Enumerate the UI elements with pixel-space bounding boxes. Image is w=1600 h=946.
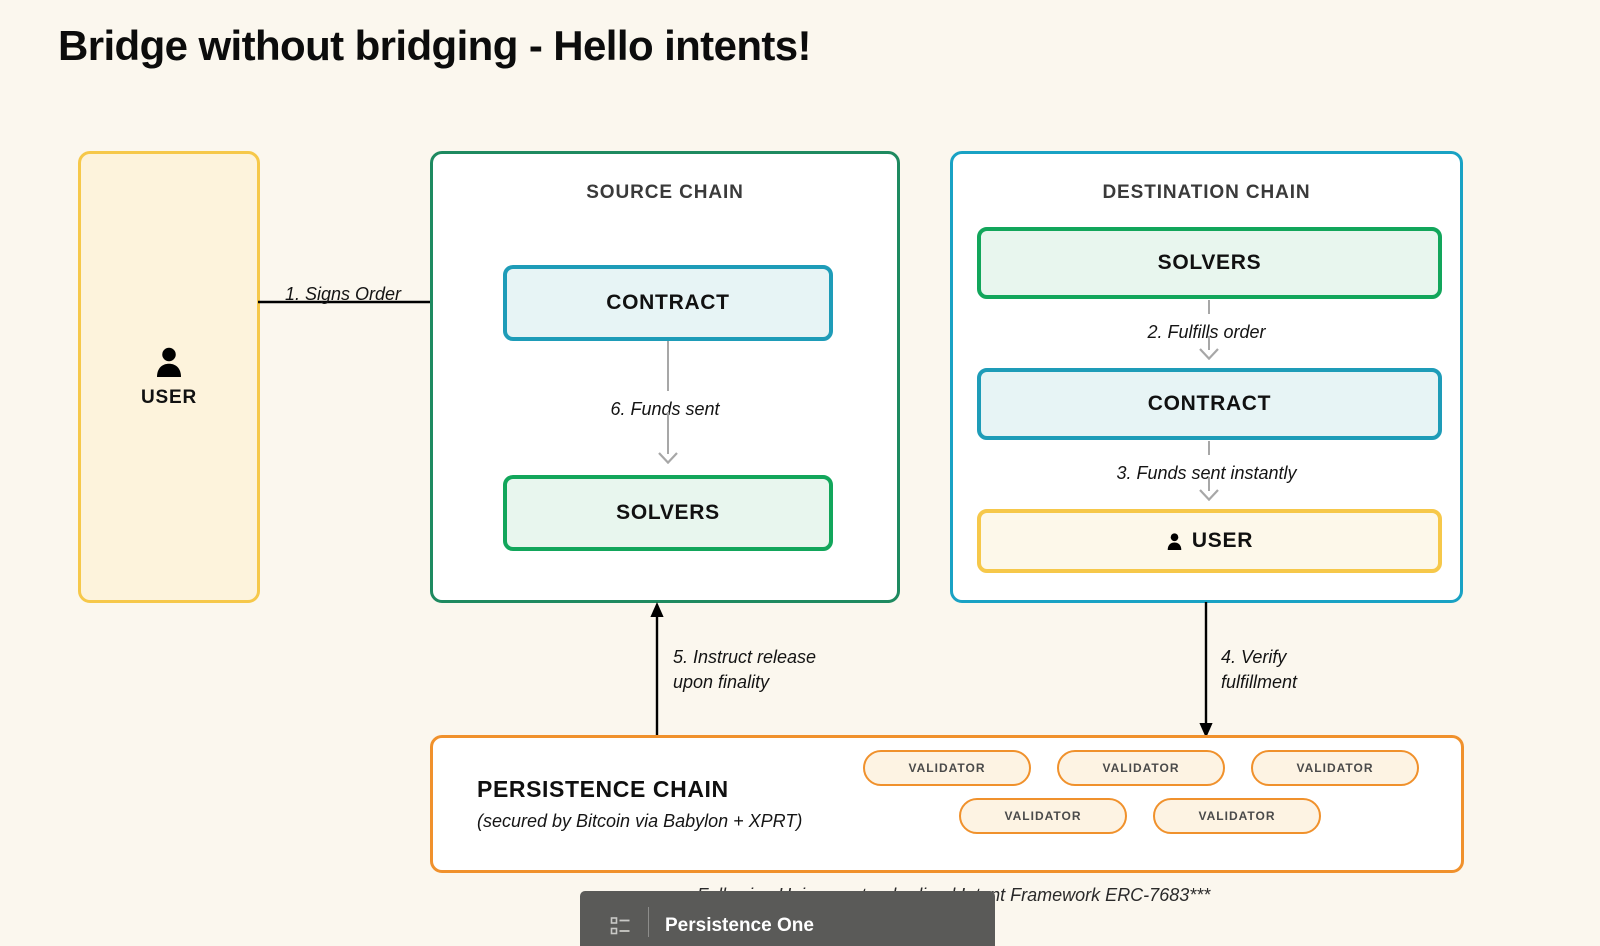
overlay-label: Persistence One [665,915,814,936]
destination-contract-label: CONTRACT [1147,392,1272,415]
overlay-divider [648,907,649,937]
user-icon [1167,532,1182,550]
validator-area: VALIDATOR VALIDATOR VALIDATOR VALIDATOR … [863,750,1463,834]
source-step-label: 6. Funds sent [610,399,720,419]
user-box-label: USER [141,387,197,408]
destination-connector-1-lower [1208,336,1210,350]
destination-user-node[interactable]: USER [977,509,1442,573]
destination-chevron-down-icon-1 [1199,348,1219,360]
validator-row-1: VALIDATOR VALIDATOR VALIDATOR [863,750,1463,786]
validator-pill[interactable]: VALIDATOR [1251,750,1419,786]
user-box: USER [78,151,260,603]
source-chevron-down-icon [658,452,678,464]
arrow-label-instruct-release-line2: upon finality [673,672,770,692]
arrow-label-instruct-release-line1: 5. Instruct release [673,647,817,667]
persistence-chain-panel: PERSISTENCE CHAIN (secured by Bitcoin vi… [430,735,1464,873]
source-contract-label: CONTRACT [606,291,730,314]
validator-row-2: VALIDATOR VALIDATOR [959,798,1463,834]
destination-solvers-label: SOLVERS [1157,251,1262,274]
arrow-label-signs-order: 1. Signs Order [285,284,402,304]
validator-pill[interactable]: VALIDATOR [863,750,1031,786]
source-solvers-label: SOLVERS [616,501,720,524]
source-solvers-node[interactable]: SOLVERS [503,475,833,551]
validator-pill[interactable]: VALIDATOR [959,798,1127,834]
validator-pill[interactable]: VALIDATOR [1057,750,1225,786]
destination-user-label: USER [1191,529,1254,552]
destination-chain-panel: DESTINATION CHAIN SOLVERS 2. Fulfills or… [950,151,1463,603]
persistence-chain-name: PERSISTENCE CHAIN [477,776,729,802]
user-icon [157,347,181,377]
source-connector-upper [667,341,669,391]
source-connector-lower [667,412,669,454]
page-title: Bridge without bridging - Hello intents! [58,22,812,69]
arrow-instruct-release [650,602,664,738]
arrow-label-instruct-release: 5. Instruct release upon finality [673,645,816,695]
list-icon [610,917,630,935]
screenshare-overlay-bar: Persistence One [580,891,995,946]
arrow-label-verify-fulfillment: 4. Verify fulfillment [1221,645,1297,695]
destination-connector-2-lower [1208,477,1210,491]
destination-chevron-down-icon-2 [1199,489,1219,501]
persistence-chain-text: PERSISTENCE CHAIN (secured by Bitcoin vi… [477,776,802,832]
source-chain-panel: SOURCE CHAIN CONTRACT 6. Funds sent SOLV… [430,151,900,603]
destination-chain-title: DESTINATION CHAIN [1102,182,1311,203]
destination-connector-1-upper [1208,300,1210,314]
arrow-label-verify-fulfillment-line2: fulfillment [1221,672,1298,692]
persistence-chain-subtitle: (secured by Bitcoin via Babylon + XPRT) [477,811,803,831]
source-chain-title: SOURCE CHAIN [586,182,744,203]
validator-pill[interactable]: VALIDATOR [1153,798,1321,834]
destination-contract-node[interactable]: CONTRACT [977,368,1442,440]
destination-connector-2-upper [1208,441,1210,455]
arrow-verify-fulfillment [1199,602,1213,738]
destination-step-fulfills-label: 2. Fulfills order [1147,322,1266,342]
destination-step-funds-label: 3. Funds sent instantly [1116,463,1297,483]
source-contract-node[interactable]: CONTRACT [503,265,833,341]
arrow-label-verify-fulfillment-line1: 4. Verify [1221,647,1287,667]
destination-solvers-node[interactable]: SOLVERS [977,227,1442,299]
